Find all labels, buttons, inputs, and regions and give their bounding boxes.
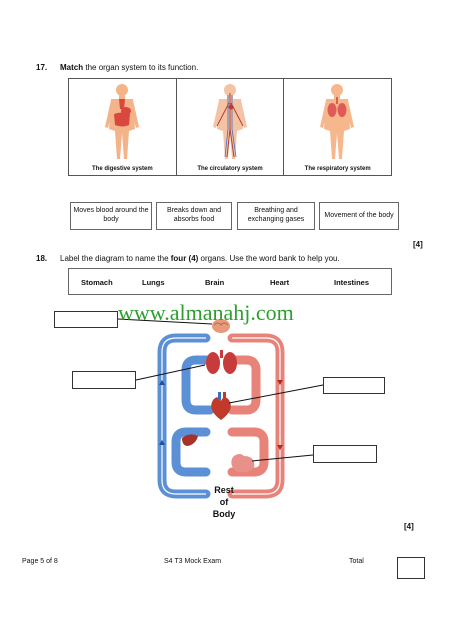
flow-arrow-right-down-1 — [277, 380, 283, 385]
footer-total-label: Total — [349, 558, 364, 565]
question-18-text-bold: four (4) — [170, 254, 199, 263]
question-17-number: 17. — [36, 63, 48, 72]
flow-arrow-left-up-2 — [159, 440, 165, 445]
function-box-breathing[interactable]: Breathing and exchanging gases — [237, 202, 315, 230]
word-bank: Stomach Lungs Brain Heart Intestines — [68, 268, 392, 295]
circulatory-system-cell: The circulatory system — [177, 79, 285, 175]
stomach-icon — [231, 454, 255, 473]
respiratory-system-caption: The respiratory system — [304, 166, 371, 172]
circulatory-system-caption: The circulatory system — [197, 166, 263, 172]
question-17-marks: [4] — [413, 240, 423, 249]
label-box-3[interactable] — [323, 377, 385, 394]
question-18-text-before: Label the diagram to name the — [60, 254, 171, 263]
question-18-prompt: Label the diagram to name the four (4) o… — [60, 254, 340, 263]
brain-icon — [212, 319, 230, 333]
word-bank-lungs: Lungs — [142, 278, 165, 287]
liver-icon — [182, 434, 198, 446]
respiratory-body-illustration — [320, 84, 355, 159]
question-18-marks: [4] — [404, 522, 414, 531]
digestive-system-cell: The digestive system — [69, 79, 177, 175]
question-18-number: 18. — [36, 254, 48, 263]
caption-line-3: Body — [212, 509, 236, 519]
watermark-text: www.almanahj.com — [118, 300, 294, 325]
pointer-line-heart — [228, 384, 324, 404]
lungs-icon — [206, 352, 220, 374]
label-box-4[interactable] — [313, 445, 377, 463]
blue-vessel-lungs — [181, 355, 215, 415]
function-box-movement[interactable]: Movement of the body — [319, 202, 399, 230]
label-box-1[interactable] — [54, 311, 118, 328]
question-17-keyword: Match — [60, 63, 84, 72]
question-17-text: the organ system to its function. — [83, 63, 199, 72]
red-vessel-lower — [227, 427, 269, 477]
flow-arrow-right-down-2 — [277, 445, 283, 450]
function-box-breaks-down-food[interactable]: Breaks down and absorbs food — [156, 202, 232, 230]
footer-page-number: Page 5 of 8 — [22, 558, 58, 565]
organ-system-table: The digestive system The circ — [68, 78, 392, 176]
flow-arrow-left-up-1 — [159, 380, 165, 385]
digestive-system-caption: The digestive system — [91, 166, 153, 172]
pointer-line-lungs — [135, 364, 206, 381]
function-box-moves-blood[interactable]: Moves blood around the body — [70, 202, 152, 230]
heart-icon — [211, 397, 231, 420]
question-17-prompt: Match the organ system to its function. — [60, 63, 198, 72]
word-bank-intestines: Intestines — [334, 278, 370, 287]
pointer-line-stomach — [251, 454, 314, 462]
word-bank-heart: Heart — [270, 278, 290, 287]
caption-line-2: of — [219, 497, 229, 507]
question-18-text-after: organs. Use the word bank to help you. — [198, 254, 340, 263]
label-box-2[interactable] — [72, 371, 136, 389]
word-bank-brain: Brain — [205, 278, 225, 287]
word-bank-stomach: Stomach — [81, 278, 113, 287]
digestive-body-illustration — [105, 84, 139, 159]
red-vessel-lungs — [227, 355, 261, 415]
respiratory-system-cell: The respiratory system — [284, 79, 391, 175]
circulatory-body-illustration — [212, 84, 247, 159]
rest-of-body-caption: Rest of Body — [200, 484, 248, 520]
footer-exam-title: S4 T3 Mock Exam — [164, 558, 222, 565]
total-score-box[interactable] — [397, 557, 425, 579]
caption-line-1: Rest — [214, 485, 234, 495]
pointer-line-brain — [117, 318, 213, 325]
blue-vessel-lower — [171, 427, 211, 477]
